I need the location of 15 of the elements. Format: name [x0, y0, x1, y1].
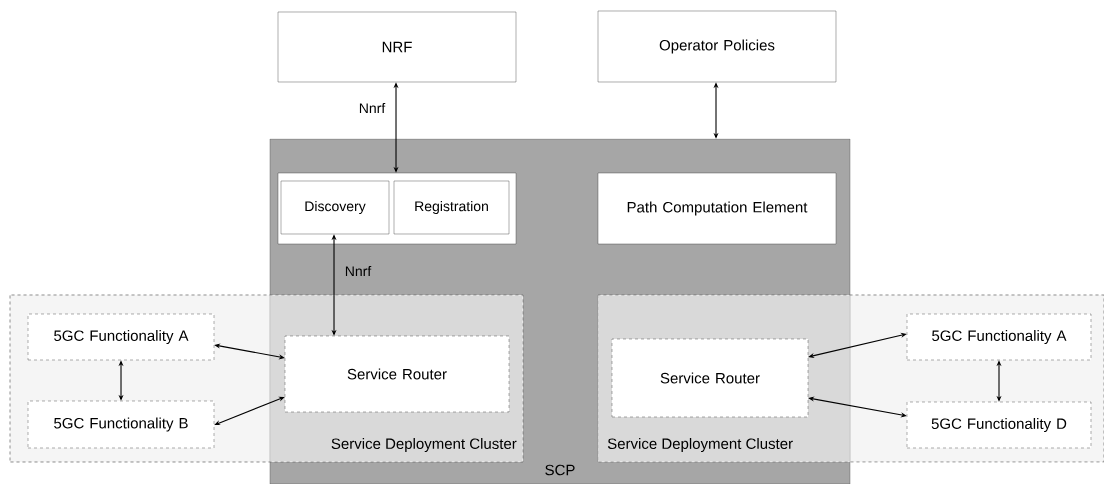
arrow — [214, 396, 285, 426]
arrow — [808, 332, 907, 359]
edge-label: Nnrf — [359, 102, 386, 114]
process-box: NRF — [277, 11, 517, 83]
process-box: Discovery — [280, 180, 390, 235]
process-box: Registration — [393, 180, 510, 235]
edge-label: Nnrf — [345, 265, 372, 277]
process-box: Operator Policies — [597, 10, 837, 83]
process-box: Path Computation Element — [597, 172, 837, 245]
function-box: 5GC Functionality B — [27, 400, 215, 449]
function-box: 5GC Functionality D — [906, 401, 1092, 449]
function-box: Service Router — [284, 335, 510, 413]
function-box: Service Router — [611, 338, 809, 418]
function-box: 5GC Functionality A — [27, 313, 215, 361]
function-box: 5GC Functionality A — [906, 313, 1092, 361]
